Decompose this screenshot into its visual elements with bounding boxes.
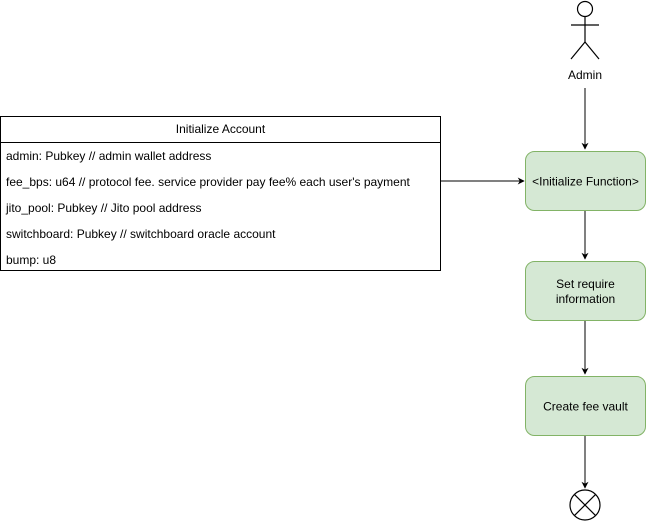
step-label-line-2: information — [556, 292, 615, 306]
step-label-line-1: Set require — [556, 277, 615, 291]
flow-final-node-icon — [569, 489, 601, 521]
step-label: <Initialize Function> — [532, 175, 639, 189]
table-border — [0, 116, 441, 271]
table-field-switchboard: switchboard: Pubkey // switchboard oracl… — [6, 227, 276, 241]
step-box — [525, 261, 646, 321]
step-set-require-information: Set require information — [525, 261, 646, 321]
table-title: Initialize Account — [176, 122, 266, 136]
stick-figure-icon — [570, 0, 600, 60]
step-label: Create fee vault — [543, 400, 628, 414]
actor-label: Admin — [568, 68, 602, 82]
table-field-admin: admin: Pubkey // admin wallet address — [6, 149, 211, 163]
table-field-fee-bps: fee_bps: u64 // protocol fee. service pr… — [6, 175, 411, 189]
connectors — [440, 88, 589, 489]
initialize-account-table: Initialize Account admin: Pubkey // admi… — [0, 116, 441, 271]
step-initialize-function: <Initialize Function> — [525, 151, 646, 211]
table-field-jito-pool: jito_pool: Pubkey // Jito pool address — [5, 201, 201, 215]
table-field-bump: bump: u8 — [6, 253, 56, 267]
admin-actor: Admin — [568, 0, 602, 82]
step-create-fee-vault: Create fee vault — [525, 376, 646, 436]
